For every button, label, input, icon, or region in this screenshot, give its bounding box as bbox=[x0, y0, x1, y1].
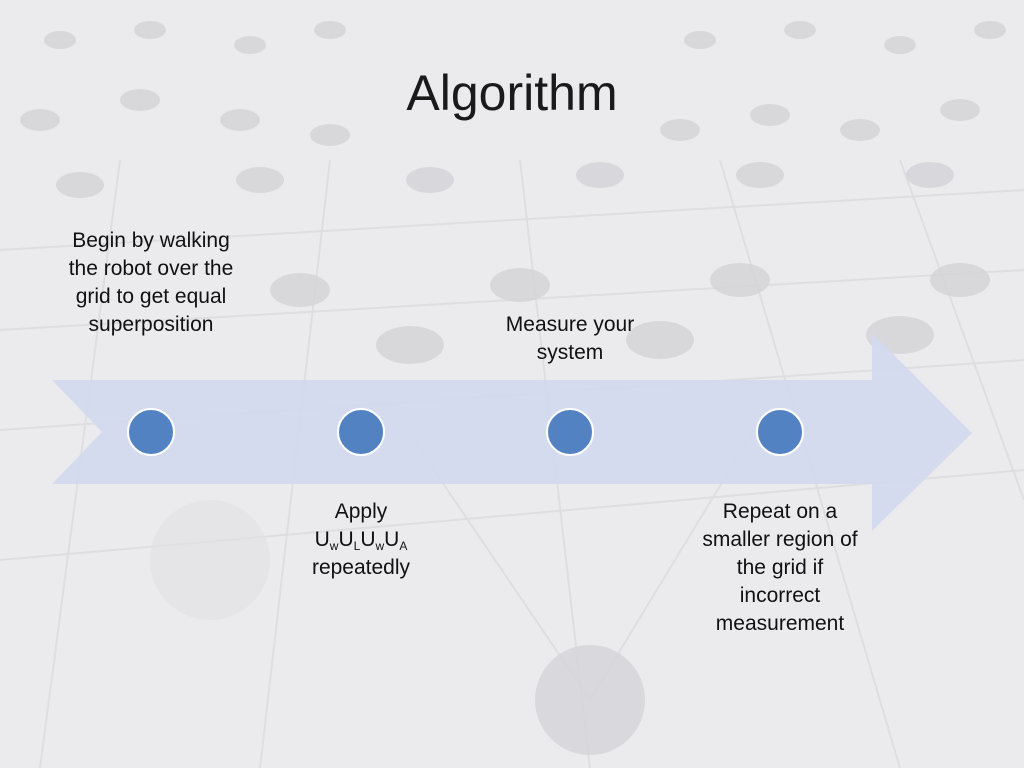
step-2-operator: UwULUwUA bbox=[314, 528, 408, 553]
step-2-prefix: Apply bbox=[334, 500, 388, 523]
slide-title: Algorithm bbox=[406, 65, 618, 121]
step-2-marker bbox=[337, 408, 385, 456]
timeline-arrow-shape bbox=[52, 333, 972, 531]
step-2-text: Apply UwULUwUA repeatedly bbox=[266, 498, 456, 582]
step-3-marker bbox=[546, 408, 594, 456]
step-2-suffix: repeatedly bbox=[311, 556, 411, 579]
step-1-text: Begin by walking the robot over the grid… bbox=[68, 229, 234, 336]
step-4-marker bbox=[756, 408, 804, 456]
step-4-text: Repeat on a smaller region of the grid i… bbox=[702, 500, 858, 635]
step-3-text: Measure your system bbox=[505, 313, 635, 364]
step-1-marker bbox=[127, 408, 175, 456]
